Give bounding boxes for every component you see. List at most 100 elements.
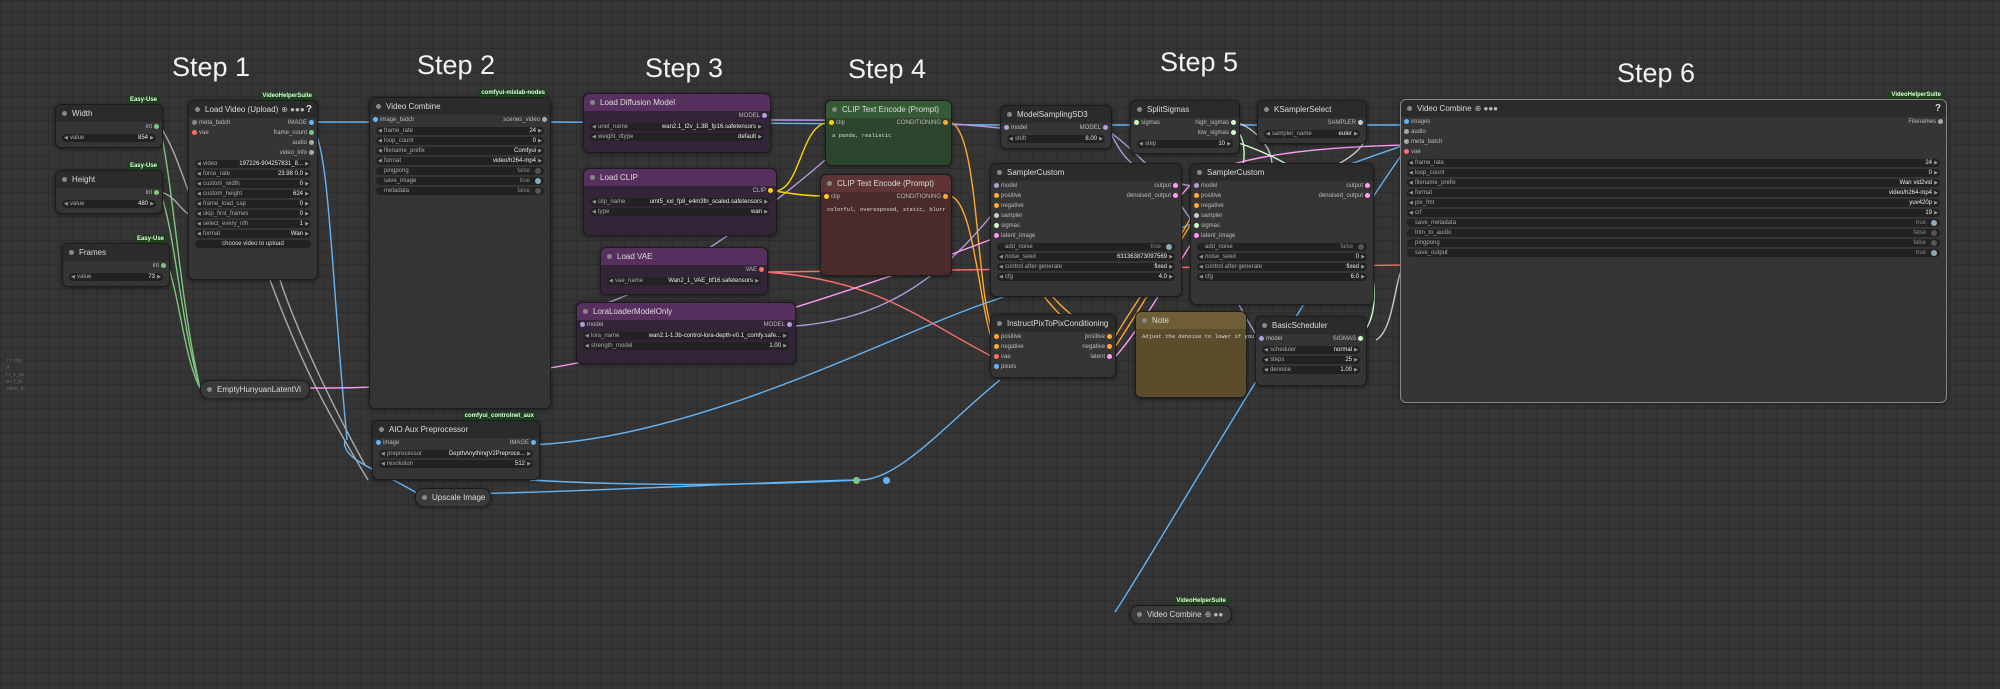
node-title[interactable]: SamplerCustom <box>991 164 1181 181</box>
input-socket[interactable] <box>192 130 197 135</box>
input-socket[interactable] <box>1194 233 1199 238</box>
output-socket[interactable] <box>309 150 314 155</box>
output-socket[interactable] <box>1938 119 1943 124</box>
node-title[interactable]: Load VAE <box>601 248 767 265</box>
input-socket[interactable] <box>994 233 999 238</box>
node-title[interactable]: Load CLIP <box>584 169 776 186</box>
prompt-textarea[interactable]: colorful, overexposed, static, blurred d… <box>827 206 945 213</box>
node-title[interactable]: CLIP Text Encode (Prompt) <box>826 101 951 118</box>
node-title[interactable]: Video Combine⊕ ●●●? <box>1401 100 1946 117</box>
output-socket[interactable] <box>309 120 314 125</box>
input-socket[interactable] <box>1404 129 1409 134</box>
video-combine-mixlab-node[interactable]: comfyui-mixlab-nodes Video Combine image… <box>369 89 551 409</box>
toggle-indicator[interactable] <box>1931 250 1937 256</box>
node-title[interactable]: CLIP Text Encode (Prompt) <box>821 175 951 192</box>
output-socket[interactable] <box>762 113 767 118</box>
node-title[interactable]: Load Video (Upload)⊕ ●●●? <box>189 101 317 118</box>
output-socket[interactable] <box>1358 120 1363 125</box>
load-vae-node[interactable]: Load VAE VAE vae_nameWan2_1_VAE_bf16.saf… <box>600 247 768 295</box>
node-title[interactable]: InstructPixToPixConditioning <box>991 315 1115 332</box>
toggle-indicator[interactable] <box>535 168 541 174</box>
output-socket[interactable] <box>1231 130 1236 135</box>
input-socket[interactable] <box>1194 203 1199 208</box>
toggle-indicator[interactable] <box>1931 240 1937 246</box>
output-socket[interactable] <box>531 440 536 445</box>
toggle-indicator[interactable] <box>1166 244 1172 250</box>
input-socket[interactable] <box>994 334 999 339</box>
input-socket[interactable] <box>994 344 999 349</box>
node-title[interactable]: Height <box>56 171 162 188</box>
output-socket[interactable] <box>154 190 159 195</box>
output-socket[interactable] <box>1365 183 1370 188</box>
output-socket[interactable] <box>1173 193 1178 198</box>
input-socket[interactable] <box>994 183 999 188</box>
input-socket[interactable] <box>824 194 829 199</box>
node-title[interactable]: Width <box>56 105 162 122</box>
input-socket[interactable] <box>994 193 999 198</box>
input-socket[interactable] <box>1404 119 1409 124</box>
input-socket[interactable] <box>829 120 834 125</box>
load-diffusion-model-node[interactable]: Load Diffusion Model MODEL unet_namewan2… <box>583 93 771 153</box>
input-socket[interactable] <box>373 117 378 122</box>
toggle-indicator[interactable] <box>1931 230 1937 236</box>
help-icon[interactable]: ? <box>305 104 312 115</box>
widget[interactable]: lora_namewan2.1-1.3b-control-lora-depth-… <box>583 332 789 340</box>
toggle-indicator[interactable] <box>535 188 541 194</box>
video-combine-output-node[interactable]: VideoHelperSuite Video Combine⊕ ●●●? ima… <box>1400 91 1947 403</box>
node-title[interactable]: Frames <box>63 244 169 261</box>
toggle-indicator[interactable] <box>535 178 541 184</box>
output-socket[interactable] <box>309 130 314 135</box>
input-socket[interactable] <box>1194 193 1199 198</box>
input-socket[interactable] <box>1194 213 1199 218</box>
output-socket[interactable] <box>1107 344 1112 349</box>
output-socket[interactable] <box>309 140 314 145</box>
input-socket[interactable] <box>1194 223 1199 228</box>
upscale-image-node[interactable]: Upscale Image <box>415 488 491 506</box>
node-title[interactable]: SplitSigmas <box>1131 101 1239 118</box>
reroute-dot[interactable] <box>883 477 890 484</box>
output-socket[interactable] <box>768 188 773 193</box>
node-title[interactable]: Video Combine <box>370 98 550 115</box>
output-socket[interactable] <box>1107 334 1112 339</box>
note-node[interactable]: Note Adjust the denoise to lower if you … <box>1135 311 1271 398</box>
output-socket[interactable] <box>1107 354 1112 359</box>
video-combine-collapsed-node[interactable]: VideoHelperSuite Video Combine⊕ ●● <box>1130 597 1232 623</box>
load-video-node[interactable]: VideoHelperSuite Load Video (Upload)⊕ ●●… <box>188 92 318 280</box>
input-socket[interactable] <box>994 223 999 228</box>
output-socket[interactable] <box>1103 125 1108 130</box>
output-socket[interactable] <box>787 322 792 327</box>
